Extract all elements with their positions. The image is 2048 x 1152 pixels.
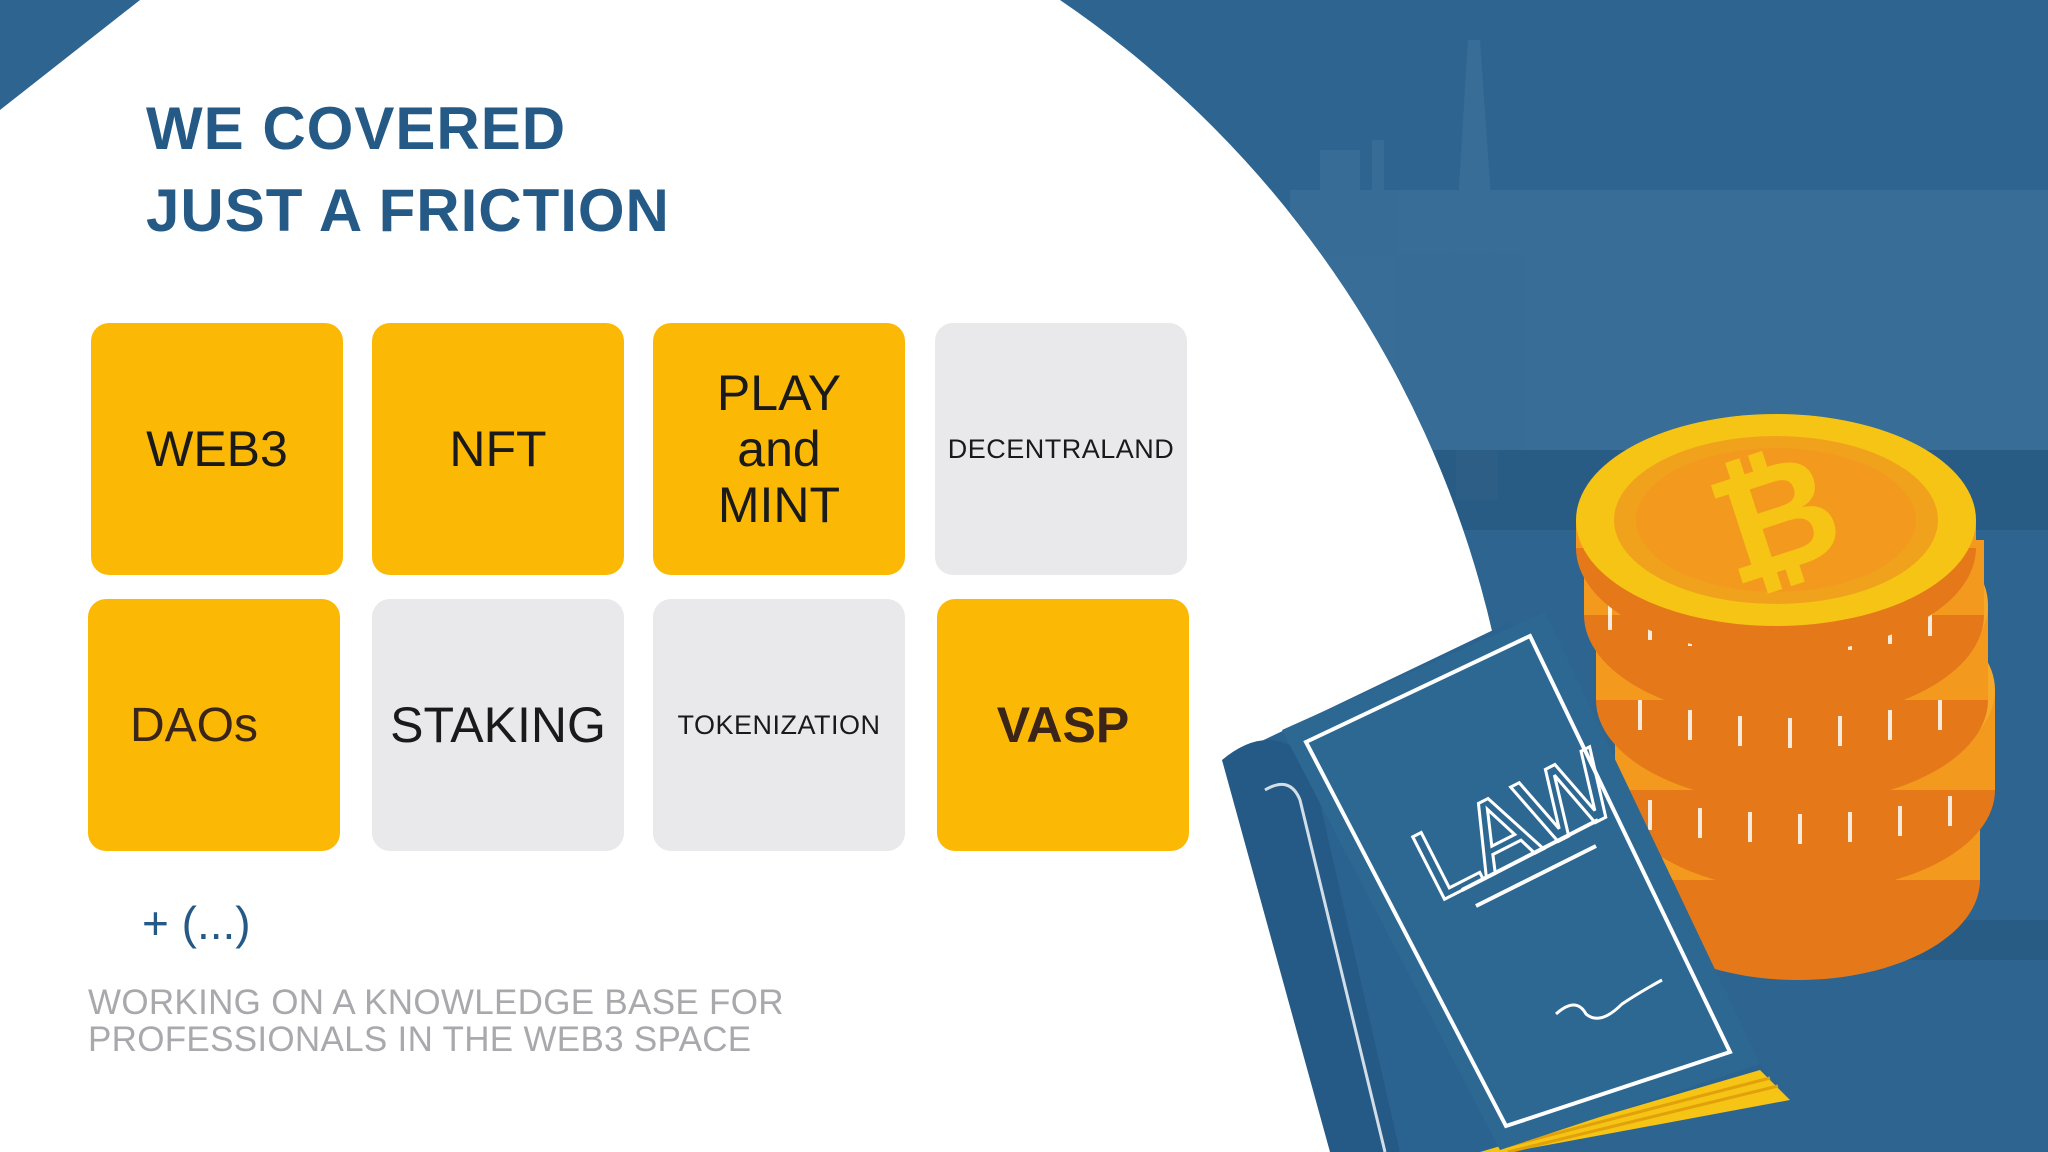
tile-staking: STAKING (372, 599, 624, 851)
tile-web3: WEB3 (91, 323, 343, 575)
tile-decentraland: DECENTRALAND (935, 323, 1187, 575)
subtitle-line-1: WORKING ON A KNOWLEDGE BASE FOR (88, 983, 784, 1022)
coin-stack-icon: ₿ (1576, 414, 1995, 980)
tile-label: WEB3 (146, 421, 288, 477)
title-line-2: JUST A FRICTION (146, 177, 670, 244)
tile-label: VASP (996, 697, 1130, 753)
tile-label: PLAY and MINT (716, 365, 842, 533)
tile-label: STAKING (390, 697, 606, 753)
tile-label: DAOs (130, 698, 259, 752)
title-line-1: WE COVERED (146, 95, 567, 162)
tile-nft: NFT (372, 323, 624, 575)
tile-tokenization: TOKENIZATION (653, 599, 905, 851)
tile-vasp: VASP (937, 599, 1189, 851)
tile-label: TOKENIZATION (677, 709, 881, 740)
slide-title: WE COVERED JUST A FRICTION (146, 88, 670, 252)
tile-play-and-mint: PLAY and MINT (653, 323, 905, 575)
tile-label: NFT (449, 421, 547, 477)
subtitle-line-2: PROFESSIONALS IN THE WEB3 SPACE (88, 1020, 752, 1059)
tile-label: DECENTRALAND (947, 433, 1175, 464)
law-book-icon: LAW (1222, 612, 1790, 1152)
more-topics: + (...) (142, 897, 251, 949)
tile-daos: DAOs (88, 599, 340, 851)
subtitle: WORKING ON A KNOWLEDGE BASE FOR PROFESSI… (88, 984, 784, 1058)
